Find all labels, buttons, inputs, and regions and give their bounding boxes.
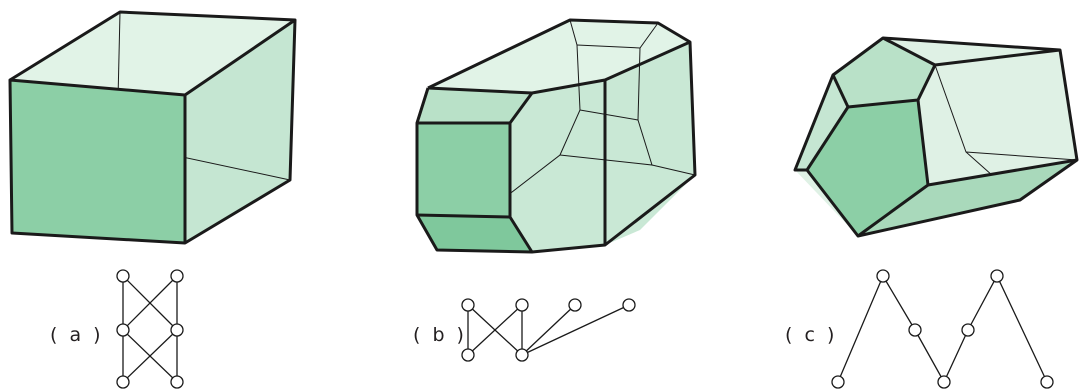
- solid-c-truncated-octahedron: [793, 36, 1079, 238]
- graph-b-node: [568, 298, 582, 312]
- graph-c-node: [1040, 375, 1054, 389]
- to-visible-edges: [793, 36, 1079, 238]
- panel-label-c: ( c ): [785, 324, 837, 346]
- graph-b-node: [515, 348, 529, 362]
- graph-b-node: [461, 298, 475, 312]
- graph-c-edges: [837, 274, 1048, 384]
- graph-c: [831, 269, 1054, 389]
- graph-c-node: [908, 323, 922, 337]
- prism-visible-edges: [415, 18, 697, 254]
- graph-c-node: [876, 269, 890, 283]
- cube-front-face: [10, 80, 185, 243]
- graph-b-node: [622, 298, 636, 312]
- graph-a-node: [116, 375, 130, 389]
- graph-a-edges: [122, 275, 178, 383]
- cube-visible-edges: [8, 10, 297, 245]
- graph-a: [116, 269, 184, 389]
- to-bottom-face: [858, 160, 1077, 236]
- graph-a-node: [170, 375, 184, 389]
- prism-hidden-edges: [436, 19, 696, 251]
- graph-a-node: [116, 323, 130, 337]
- prism-front-square: [417, 123, 510, 217]
- prism-front-bottom: [417, 215, 532, 252]
- graph-c-node: [831, 375, 845, 389]
- graph-c-node: [990, 269, 1004, 283]
- graph-a-node: [170, 269, 184, 283]
- panel-label-b: ( b ): [413, 324, 467, 346]
- solid-b-prism: [415, 18, 697, 254]
- graph-b-edges: [467, 304, 630, 356]
- graph-c-node: [937, 375, 951, 389]
- graph-c-node: [961, 323, 975, 337]
- cube-right-face: [185, 20, 295, 243]
- graph-b-node: [461, 348, 475, 362]
- prism-left-hexagon-top: [417, 88, 532, 123]
- solid-a-cube: [8, 10, 297, 245]
- prism-top-face: [428, 20, 690, 93]
- cube-top-face: [10, 12, 295, 95]
- graph-a-node: [116, 269, 130, 283]
- to-front-square: [807, 100, 928, 236]
- to-upper-left-face: [833, 38, 935, 107]
- graph-b-node: [515, 298, 529, 312]
- panel-label-a: ( a ): [50, 324, 104, 346]
- to-left-face: [795, 75, 848, 170]
- graph-b: [461, 298, 636, 362]
- prism-body: [510, 42, 695, 252]
- graph-a-node: [170, 323, 184, 337]
